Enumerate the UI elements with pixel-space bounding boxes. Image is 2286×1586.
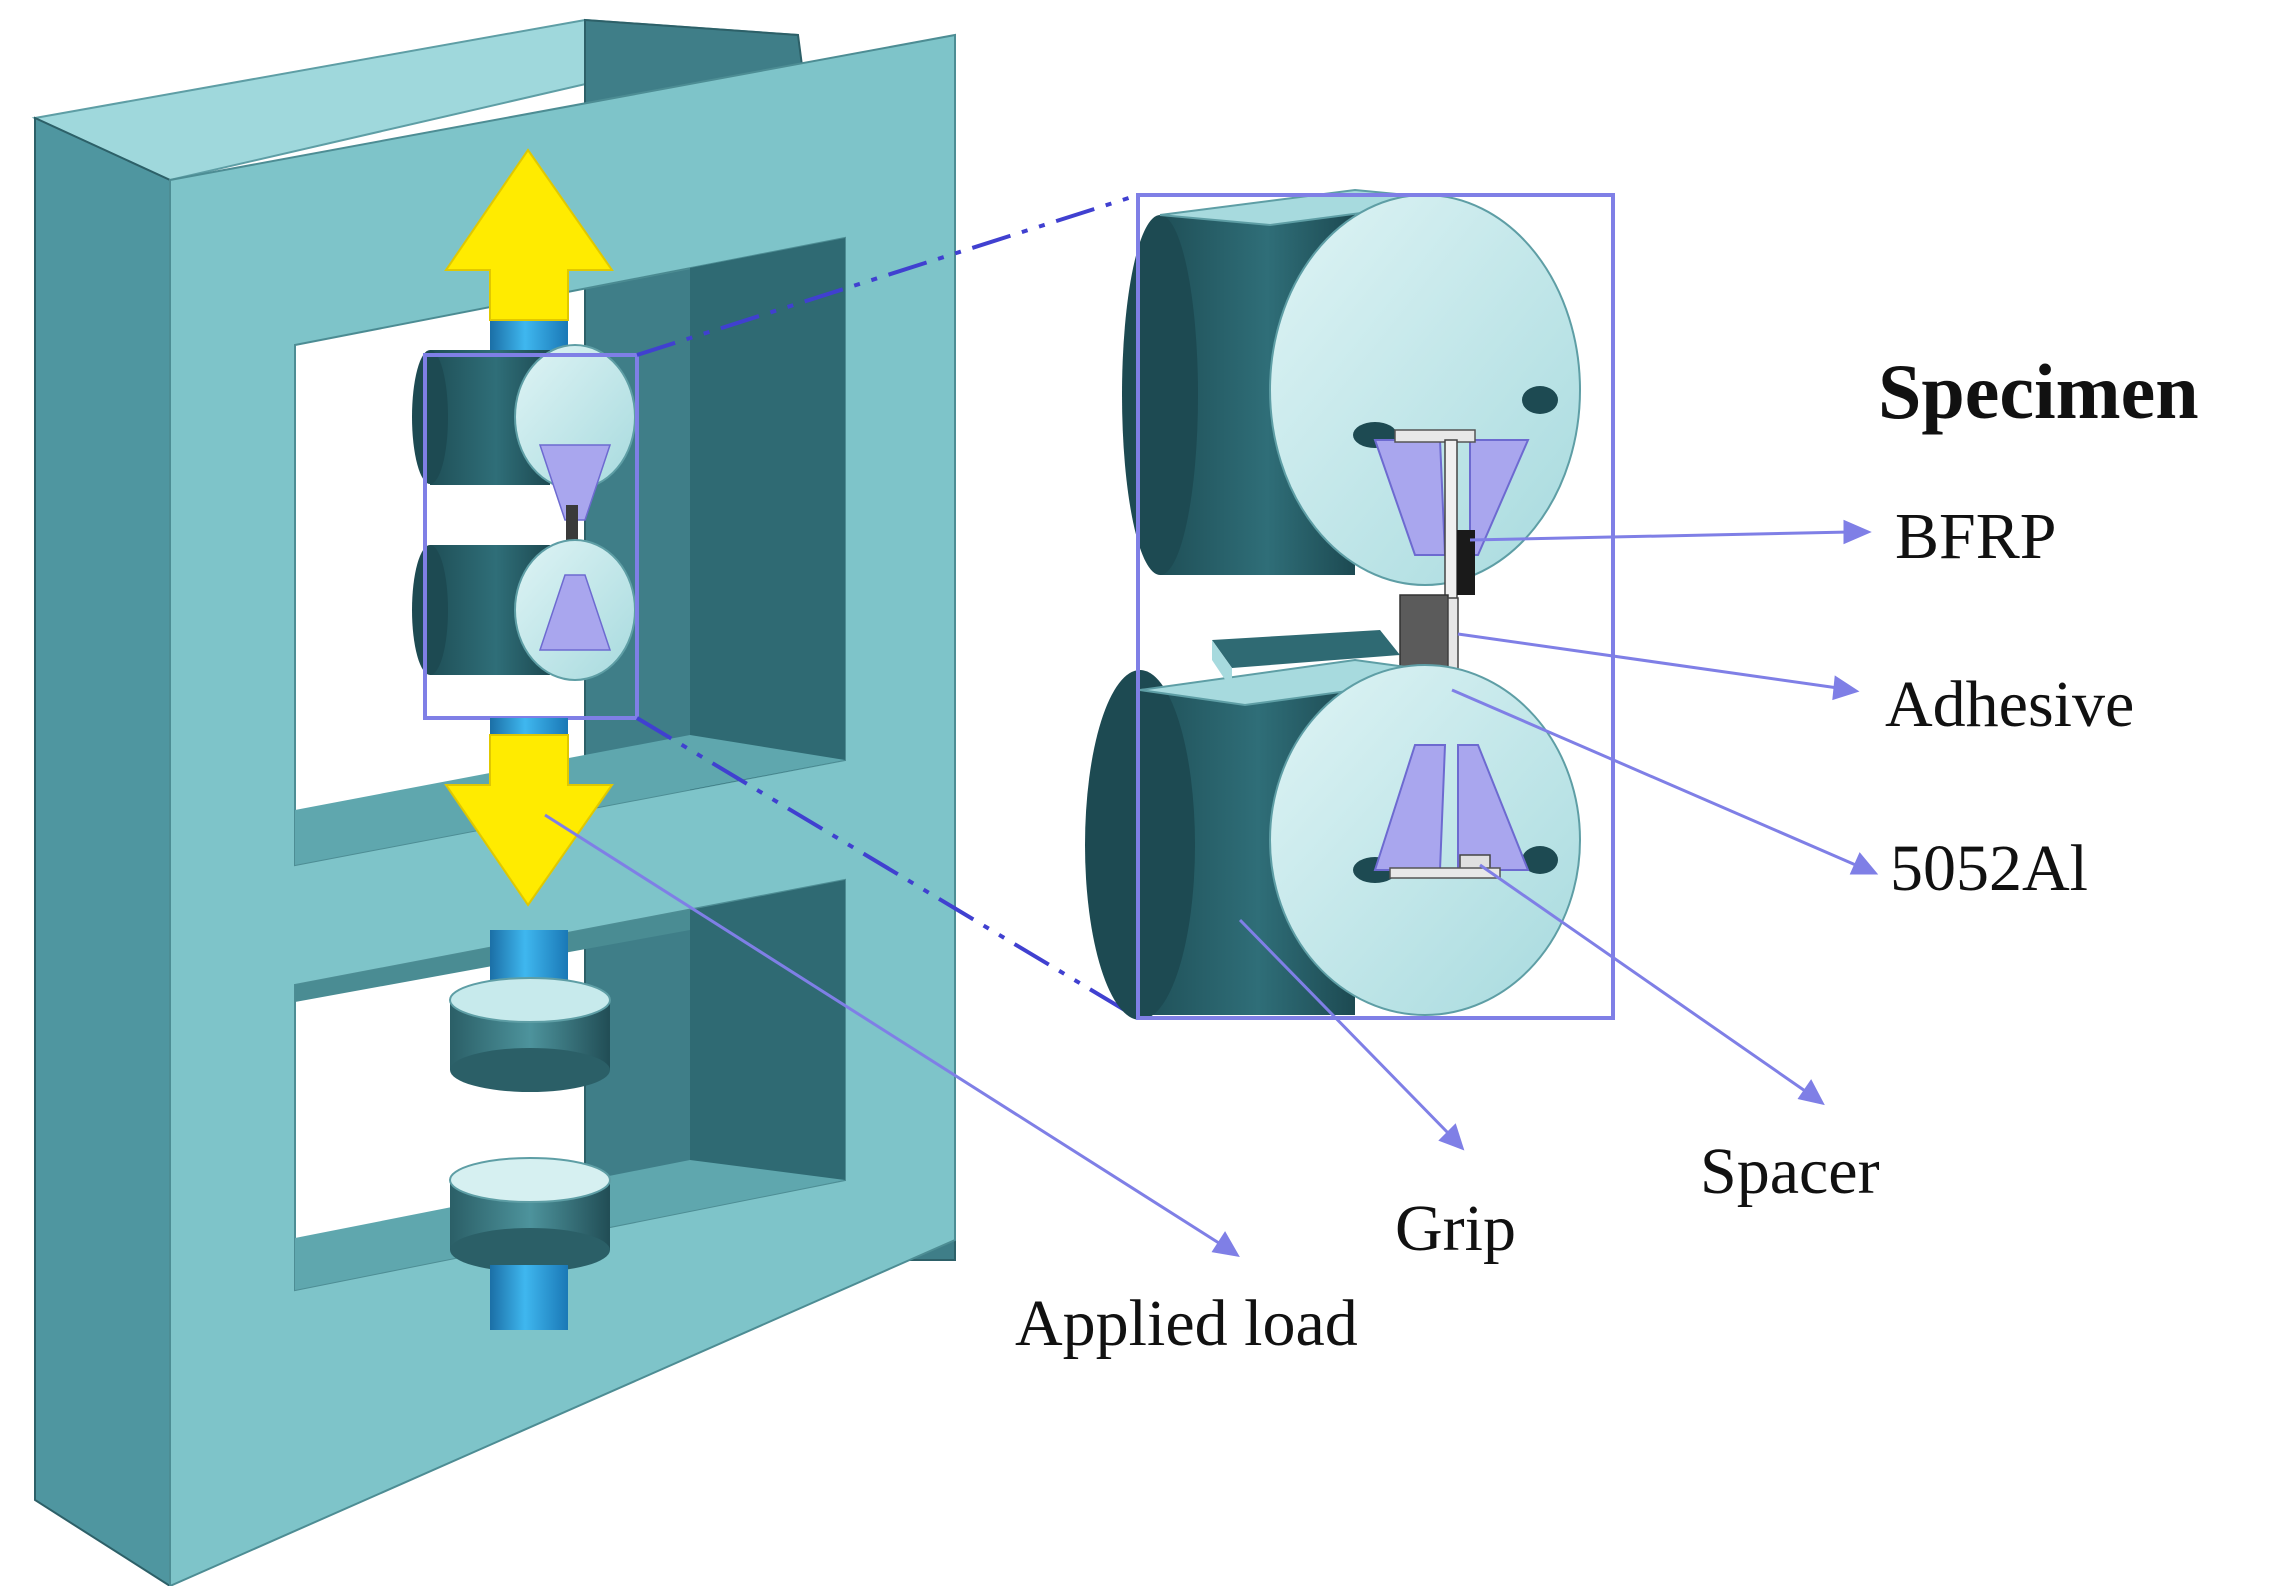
bfrp-strip <box>1457 530 1475 595</box>
leader-grip <box>1238 918 1452 1137</box>
leader-spacer <box>1479 863 1809 1095</box>
upper-grip-small <box>412 344 636 521</box>
lower-wedge-right <box>1457 744 1530 871</box>
frame-left-face <box>34 116 171 1586</box>
spacer-block <box>1459 854 1491 870</box>
al-label: 5052Al <box>1890 832 2088 905</box>
grip-label: Grip <box>1395 1192 1516 1265</box>
spacer-label: Spacer <box>1700 1135 1880 1208</box>
adhesive-label: Adhesive <box>1885 668 2134 741</box>
leader-lines <box>544 519 1879 1258</box>
leader-grip-arrowhead <box>1438 1123 1465 1151</box>
upper-platen-disc <box>449 977 611 1092</box>
enlarged-view-box <box>1136 193 1615 1020</box>
leader-al-arrowhead <box>1849 852 1879 875</box>
load-arrow-down <box>444 734 614 907</box>
enlarged-detail <box>1085 188 1615 1020</box>
upper-grip-large <box>1122 188 1581 586</box>
leader-al <box>1451 688 1859 868</box>
lower-grip-large <box>1085 630 1581 1020</box>
leader-load-arrowhead <box>1211 1231 1240 1258</box>
loading-frame <box>31 18 956 1586</box>
leader-adhesive-arrowhead <box>1832 675 1860 701</box>
zoom-connectors <box>635 193 1140 1020</box>
load-train <box>412 148 639 1330</box>
leader-spacer-arrowhead <box>1797 1079 1825 1106</box>
bfrp-label: BFRP <box>1895 500 2056 573</box>
load-arrow-up <box>444 148 614 321</box>
upper-window-inner-top <box>295 238 845 345</box>
leader-bfrp-arrowhead <box>1843 519 1872 545</box>
leader-bfrp <box>1469 530 1851 542</box>
upper-window-inner-right <box>690 238 845 790</box>
lower-platen-disc <box>449 1157 611 1272</box>
actuator-rod-lower <box>490 1265 568 1330</box>
lower-grip-small <box>412 539 636 681</box>
leader-adhesive <box>1457 632 1839 690</box>
lower-window-inner-right <box>690 880 845 1210</box>
upper-wedge-right <box>1469 439 1530 556</box>
leader-load <box>544 813 1223 1247</box>
applied-load-label: Applied load <box>1015 1287 1358 1360</box>
specimen-heading: Specimen <box>1878 348 2199 435</box>
zoom-line-bottom <box>635 716 1140 1020</box>
lower-grip-slot <box>1212 630 1400 668</box>
